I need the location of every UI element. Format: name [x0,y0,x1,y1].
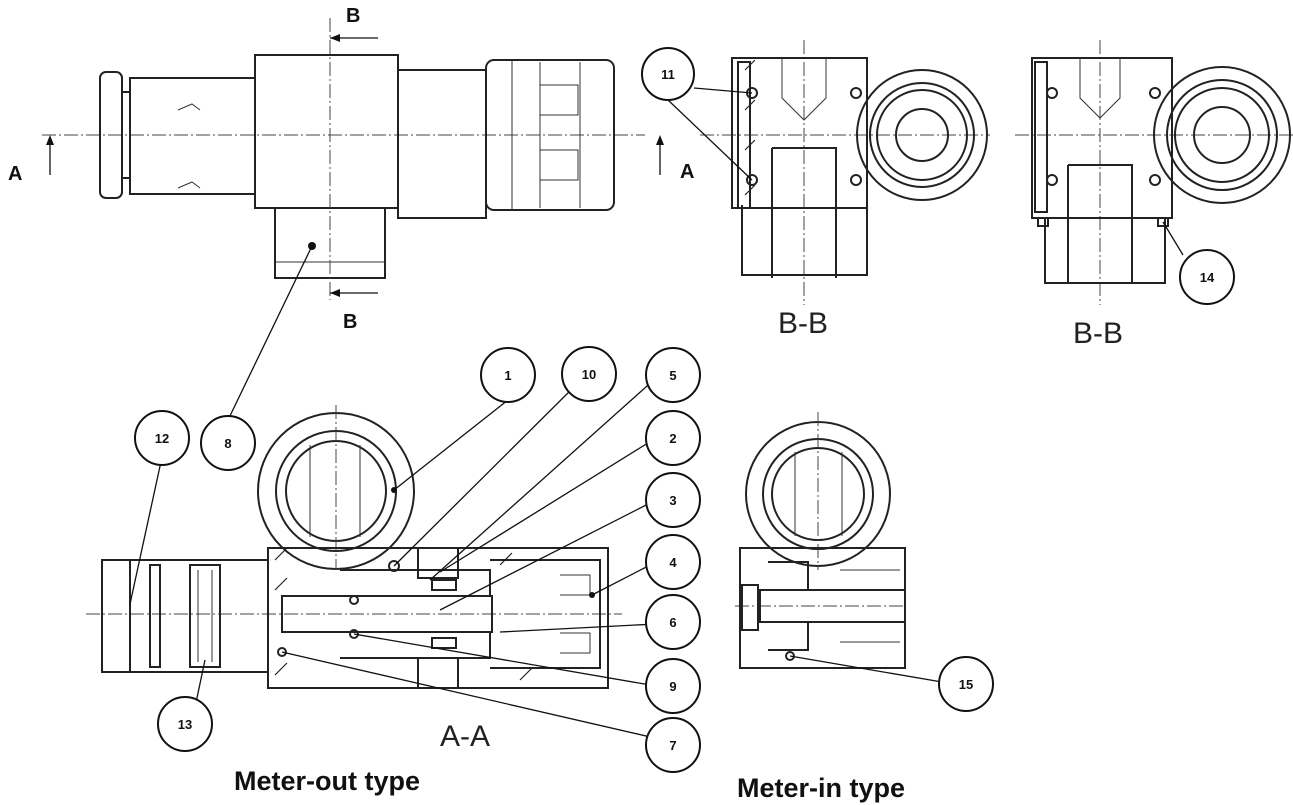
bb-section-left [700,40,990,305]
callout-3: 3 [645,472,701,528]
callout-5: 5 [645,347,701,403]
section-marker-a-left: A [8,163,22,185]
svg-text:12: 12 [155,431,169,446]
exterior-view [42,18,664,300]
callout-6: 6 [645,594,701,650]
svg-text:14: 14 [1200,270,1215,285]
aa-section-meter-out [86,405,622,689]
callout-1: 1 [480,347,536,403]
callout-9: 9 [645,658,701,714]
callout-10: 10 [561,346,617,402]
svg-text:8: 8 [224,436,231,451]
section-caption-aa: A-A [440,720,490,753]
callout-12: 12 [134,410,190,466]
bb-section-right [1015,40,1293,305]
svg-text:7: 7 [669,738,676,753]
callout-15: 15 [938,656,994,712]
callout-11: 11 [641,47,695,101]
svg-text:6: 6 [669,615,676,630]
caption-meter-out: Meter-out type [234,766,420,796]
section-caption-bb-right: B-B [1073,317,1123,350]
svg-text:1: 1 [504,368,511,383]
leader-lines [129,87,1184,743]
svg-text:2: 2 [669,431,676,446]
meter-in-section [735,412,906,669]
svg-text:5: 5 [669,368,676,383]
caption-meter-in: Meter-in type [737,773,905,803]
svg-text:4: 4 [669,555,677,570]
callout-4: 4 [645,534,701,590]
svg-text:15: 15 [959,677,973,692]
section-caption-bb-left: B-B [778,307,828,340]
section-marker-b-bottom: B [343,311,357,333]
callout-2: 2 [645,410,701,466]
callout-8: 8 [200,415,256,471]
section-marker-b-top: B [346,5,360,27]
callout-13: 13 [157,696,213,752]
callout-14: 14 [1179,249,1235,305]
section-marker-a-right: A [680,161,694,183]
svg-text:11: 11 [661,67,675,82]
svg-text:10: 10 [582,367,596,382]
svg-text:9: 9 [669,679,676,694]
svg-text:3: 3 [669,493,676,508]
svg-text:13: 13 [178,717,192,732]
callout-7: 7 [645,717,701,773]
